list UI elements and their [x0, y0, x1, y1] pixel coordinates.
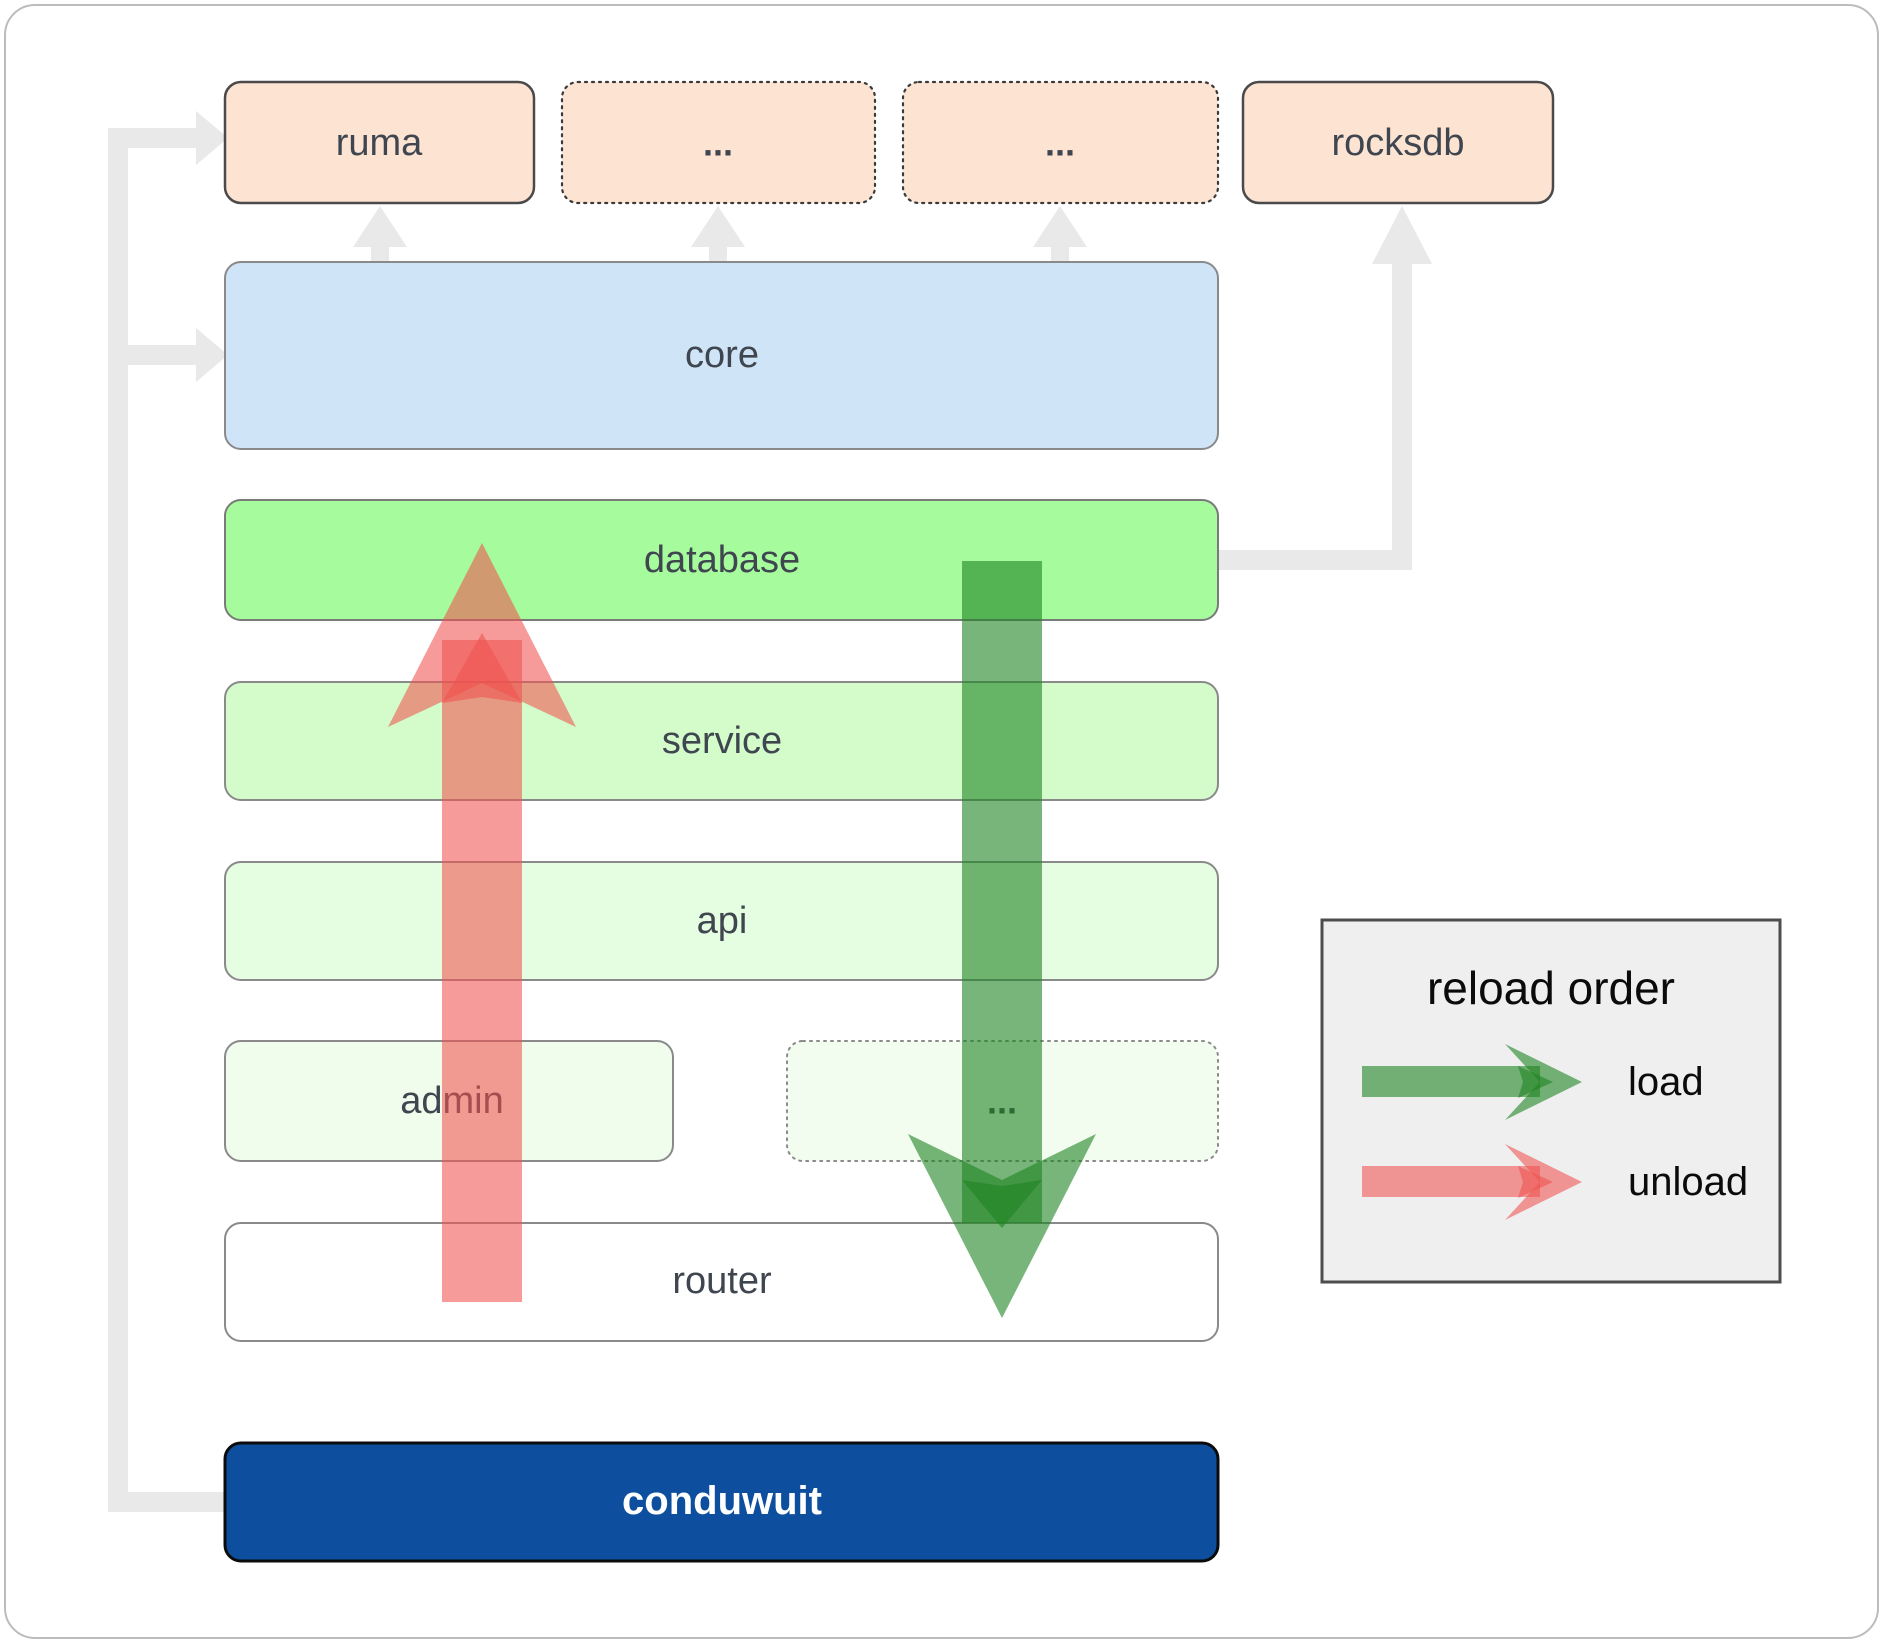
- box-ellipsis-1: ...: [560, 80, 877, 205]
- up-arrowhead-icon: [353, 206, 407, 247]
- core-label: core: [685, 334, 759, 376]
- router-label: router: [672, 1260, 772, 1302]
- ruma-rect: [223, 80, 536, 205]
- service-label: service: [662, 720, 782, 762]
- legend-load-label: load: [1628, 1060, 1704, 1104]
- legend-load-marker-icon: [1518, 1066, 1553, 1098]
- conduwuit-label: conduwuit: [622, 1479, 822, 1523]
- box-rocksdb: rocksdb: [1241, 80, 1555, 205]
- legend-unload-marker-icon: [1518, 1166, 1553, 1198]
- box-database: database: [224, 499, 1219, 621]
- legend: reload order load unload: [1320, 918, 1782, 1284]
- ruma-label: ruma: [336, 122, 423, 164]
- connector-database-to-rocksdb: [1218, 206, 1432, 570]
- load-arrow-marker-icon: [962, 1180, 1042, 1228]
- connector-core-to-ellipsis-1: [691, 206, 745, 262]
- up-arrowhead-icon: [691, 206, 745, 247]
- connector-stub-to-core: [108, 345, 196, 365]
- legend-load-arrow-shaft: [1362, 1066, 1540, 1097]
- connector-core-to-ruma: [353, 206, 407, 262]
- load-arrow-shaft: [962, 561, 1042, 1223]
- legend-unload-arrow-shaft: [1362, 1166, 1540, 1197]
- ellipsis-2-rect: [901, 80, 1220, 205]
- connector-vertical-line: [108, 128, 128, 1512]
- arrowhead-to-ruma-icon: [196, 111, 228, 165]
- connector-vertical: [1392, 252, 1412, 570]
- ellipsis-1-rect: [560, 80, 877, 205]
- box-router: router: [224, 1222, 1219, 1342]
- load-flow-arrow: [908, 561, 1096, 1318]
- legend-title: reload order: [1427, 962, 1675, 1014]
- legend-unload-row: unload: [1362, 1144, 1748, 1220]
- unload-arrow-marker-icon: [442, 633, 522, 703]
- arrowhead-to-core-icon: [196, 328, 228, 382]
- connector-stub-to-ruma: [108, 128, 196, 148]
- connector-conduwuit-elbow: [108, 111, 228, 1512]
- database-label: database: [644, 539, 800, 581]
- up-arrowhead-icon: [1372, 206, 1432, 264]
- unload-flow-arrow: [388, 543, 576, 1302]
- legend-frame: [1320, 918, 1782, 1284]
- ellipsis-1-label: ...: [703, 123, 733, 164]
- legend-load-row: load: [1362, 1044, 1704, 1120]
- legend-unload-label: unload: [1628, 1160, 1748, 1204]
- connector-horizontal: [1218, 550, 1412, 570]
- box-api: api: [224, 861, 1219, 981]
- connector-stub-from-conduwuit: [108, 1492, 226, 1512]
- up-arrowhead-icon: [1033, 206, 1087, 247]
- box-ellipsis-2: ...: [901, 80, 1220, 205]
- conduwuit-rect: [223, 1441, 1220, 1563]
- core-rect: [224, 261, 1219, 450]
- connector-core-to-ellipsis-2: [1033, 206, 1087, 262]
- box-ruma: ruma: [223, 80, 536, 205]
- ellipsis-2-label: ...: [1045, 123, 1075, 164]
- rocksdb-rect: [1241, 80, 1555, 205]
- rocksdb-label: rocksdb: [1331, 122, 1464, 164]
- box-service: service: [224, 681, 1219, 801]
- box-conduwuit: conduwuit: [223, 1441, 1220, 1563]
- canvas-border: [4, 4, 1879, 1639]
- api-label: api: [697, 900, 748, 942]
- unload-arrow-shaft: [442, 640, 522, 1302]
- box-core: core: [224, 261, 1219, 450]
